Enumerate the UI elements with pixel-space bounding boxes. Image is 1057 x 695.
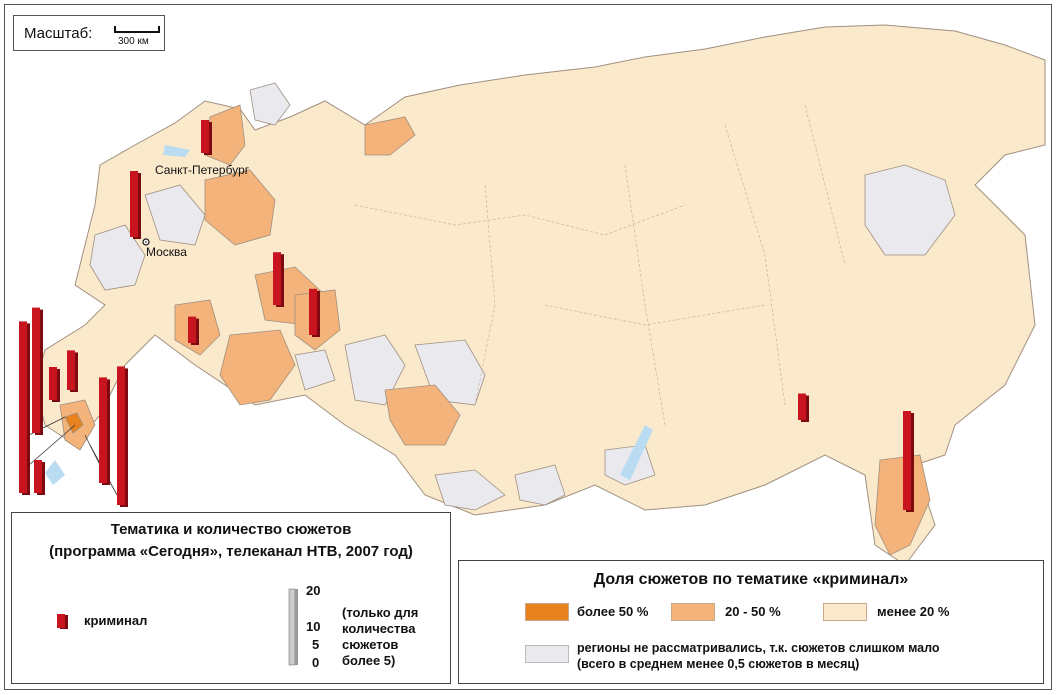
legend-label-low: менее 20 % <box>877 604 950 619</box>
scale-tick-20: 20 <box>306 583 321 598</box>
crime-bar <box>67 350 78 392</box>
map-frame: Масштаб: 300 км Санкт-Петербург Москва Т… <box>4 4 1052 690</box>
crime-bars <box>19 120 914 512</box>
crime-bar <box>309 288 320 337</box>
crime-bar <box>32 307 43 435</box>
crime-bar <box>903 411 914 512</box>
crime-bar <box>130 171 141 239</box>
share-legend-title: Доля сюжетов по тематике «криминал» <box>593 571 909 588</box>
excluded-label-1: регионы не рассматривались, т.к. сюжетов… <box>577 641 940 655</box>
swatch-excluded <box>525 645 569 663</box>
crime-bar <box>188 316 199 345</box>
count-note-4: более 5) <box>342 653 396 668</box>
swatch-mid <box>671 603 715 621</box>
excluded-label-2: (всего в среднем менее 0,5 сюжетов в мес… <box>577 657 860 671</box>
theme-legend: Тематика и количество сюжетов (программа… <box>11 512 451 684</box>
crime-bar <box>201 120 212 155</box>
crime-bar <box>273 252 284 307</box>
share-legend: Доля сюжетов по тематике «криминал» боле… <box>458 560 1044 684</box>
city-label-moscow: Москва <box>146 245 187 259</box>
city-label-spb: Санкт-Петербург <box>155 163 250 177</box>
count-note-1: (только для <box>342 605 419 620</box>
scale-box: Масштаб: 300 км <box>13 15 165 51</box>
internal-borders <box>354 104 846 426</box>
scale-label: Масштаб: <box>24 25 93 42</box>
excluded-regions <box>89 82 956 511</box>
count-scale-bar <box>288 588 298 666</box>
crime-bar <box>117 366 128 507</box>
count-note-3: сюжетов <box>342 637 399 652</box>
scale-tick-10: 10 <box>306 619 321 634</box>
crime-bar <box>49 367 60 402</box>
theme-legend-title-1: Тематика и количество сюжетов <box>110 521 352 538</box>
count-note-2: количества <box>342 621 416 636</box>
crime-bar <box>798 393 809 422</box>
swatch-low <box>823 603 867 621</box>
theme-legend-title-2: (программа «Сегодня», телеканал НТВ, 200… <box>49 543 413 560</box>
water-bodies <box>45 145 653 485</box>
russia-map <box>19 24 1046 566</box>
legend-label-high: более 50 % <box>577 604 649 619</box>
scale-tick-5: 5 <box>312 637 320 652</box>
crime-bar <box>19 321 30 495</box>
crime-bar <box>34 460 45 495</box>
scale-bar <box>114 26 160 33</box>
swatch-high <box>525 603 569 621</box>
mid-share-regions <box>59 104 931 556</box>
crime-bar-icon <box>57 614 68 629</box>
high-share-region <box>64 412 84 434</box>
legend-label-mid: 20 - 50 % <box>725 604 781 619</box>
scale-distance: 300 км <box>118 36 149 47</box>
scale-tick-0: 0 <box>312 655 320 670</box>
crime-bar <box>99 377 110 485</box>
crime-legend-label: криминал <box>84 613 148 628</box>
